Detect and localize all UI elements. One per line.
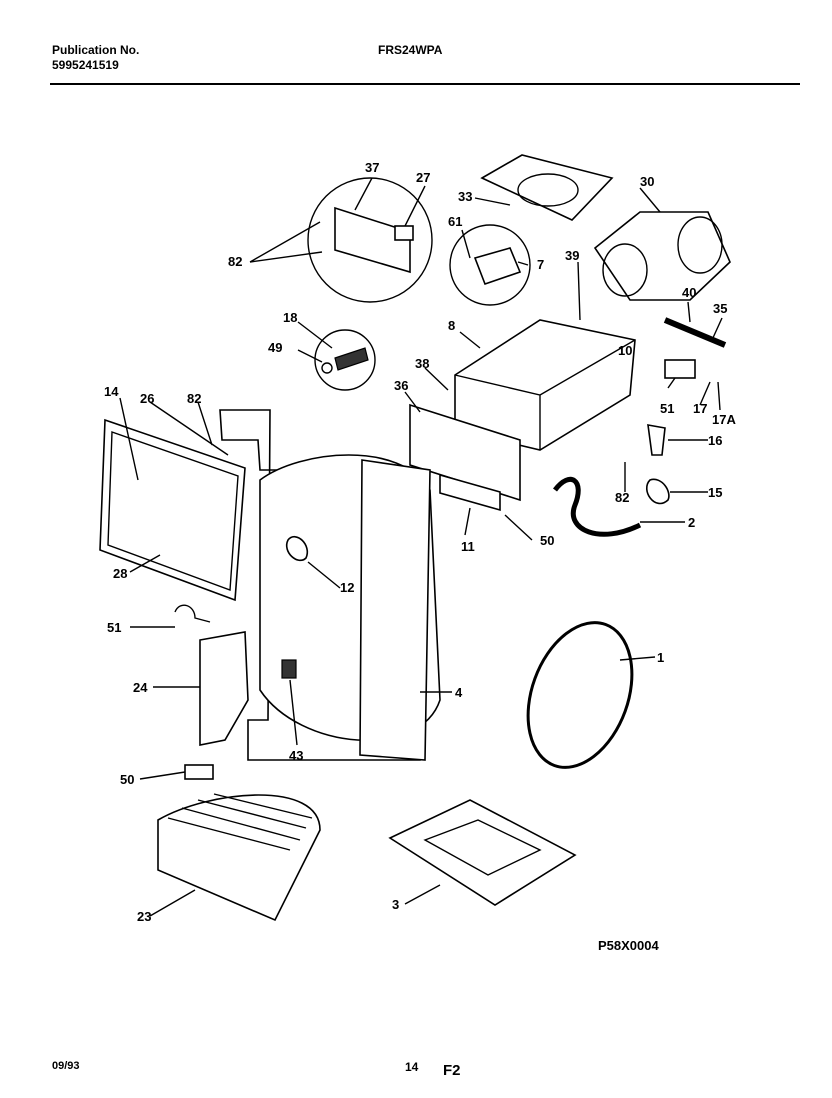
part-33-plate bbox=[480, 154, 614, 221]
publication-number: 5995241519 bbox=[52, 58, 119, 72]
callout-30: 30 bbox=[640, 174, 654, 189]
leader-lines bbox=[119, 177, 723, 917]
callout-40: 40 bbox=[682, 285, 696, 300]
part-30-opening bbox=[677, 216, 723, 274]
diagram-code: P58X0004 bbox=[598, 938, 659, 953]
callout-17a: 17A bbox=[712, 412, 736, 427]
page-number: 14 bbox=[405, 1060, 419, 1074]
callout-16: 16 bbox=[708, 433, 722, 448]
callout-33: 33 bbox=[458, 189, 472, 204]
part-33-hole bbox=[517, 173, 579, 207]
part-30-duct bbox=[593, 211, 731, 301]
callout-14: 14 bbox=[104, 384, 119, 399]
callout-82-right: 82 bbox=[615, 490, 629, 505]
part-3-heater bbox=[388, 799, 577, 906]
callout-12: 12 bbox=[340, 580, 354, 595]
callout-41: 43 bbox=[289, 748, 303, 763]
part-4-side bbox=[359, 459, 431, 761]
part-30-opening-front bbox=[602, 243, 648, 297]
callout-42: 49 bbox=[268, 340, 282, 355]
callout-26: 26 bbox=[140, 391, 154, 406]
part-16-socket bbox=[647, 424, 666, 456]
callout-51: 51 bbox=[107, 620, 121, 635]
callout-2: 2 bbox=[688, 515, 695, 530]
callout-39: 39 bbox=[565, 248, 579, 263]
callout-23: 23 bbox=[137, 909, 151, 924]
callout-38: 38 bbox=[415, 356, 429, 371]
footer-date: 09/93 bbox=[52, 1060, 80, 1072]
part-37-bracket bbox=[334, 206, 411, 274]
callout-36: 36 bbox=[394, 378, 408, 393]
callout-43: 50 bbox=[540, 533, 554, 548]
part-28-trim bbox=[107, 431, 239, 591]
callout-15: 15 bbox=[708, 485, 722, 500]
callout-37: 37 bbox=[365, 160, 379, 175]
part-8-edges bbox=[454, 339, 636, 450]
callout-3: 3 bbox=[392, 897, 399, 912]
part-23-grille bbox=[167, 793, 313, 851]
callout-61: 61 bbox=[448, 214, 462, 229]
detail-circle-spring bbox=[314, 329, 376, 391]
part-24-lever bbox=[199, 631, 249, 746]
part-42-washer bbox=[321, 362, 333, 374]
callout-17: 17 bbox=[693, 401, 707, 416]
part-7-switch bbox=[473, 247, 522, 286]
callout-49: 51 bbox=[660, 401, 674, 416]
part-18-spring bbox=[334, 347, 369, 371]
part-41-spring bbox=[281, 659, 297, 679]
figure-label: F2 bbox=[443, 1062, 461, 1079]
part-3-element bbox=[423, 819, 542, 876]
detail-circle-control bbox=[307, 177, 433, 303]
part-36-panel bbox=[409, 403, 521, 502]
callout-18: 18 bbox=[283, 310, 297, 325]
part-15-bulb bbox=[645, 478, 670, 505]
callout-28-front: 28 bbox=[113, 566, 127, 581]
part-1-gasket bbox=[526, 621, 634, 769]
callout-50: 50 bbox=[120, 772, 134, 787]
part-51-hinge bbox=[174, 604, 211, 623]
callout-27: 27 bbox=[416, 170, 430, 185]
detail-circle-switch bbox=[449, 224, 531, 306]
part-27-clip bbox=[394, 225, 414, 241]
callout-35: 35 bbox=[713, 301, 727, 316]
callout-11: 11 bbox=[461, 539, 475, 554]
part-50-pad bbox=[184, 764, 214, 780]
part-49-block bbox=[664, 359, 696, 379]
part-12-clip bbox=[285, 535, 309, 562]
part-2-harness bbox=[553, 476, 642, 537]
part-40-rod bbox=[663, 317, 727, 348]
callout-24: 24 bbox=[133, 680, 148, 695]
callout-4: 4 bbox=[455, 685, 463, 700]
callout-7: 7 bbox=[537, 257, 544, 272]
publication-label: Publication No. bbox=[52, 43, 140, 57]
part-11-bracket bbox=[439, 473, 501, 512]
callout-8: 8 bbox=[448, 318, 455, 333]
callout-1: 1 bbox=[657, 650, 664, 665]
model-number: FRS24WPA bbox=[378, 43, 443, 57]
callout-82-top: 82 bbox=[228, 254, 242, 269]
callout-10: 10 bbox=[618, 343, 632, 358]
header-rule bbox=[50, 83, 800, 85]
callout-82-left: 82 bbox=[187, 391, 201, 406]
